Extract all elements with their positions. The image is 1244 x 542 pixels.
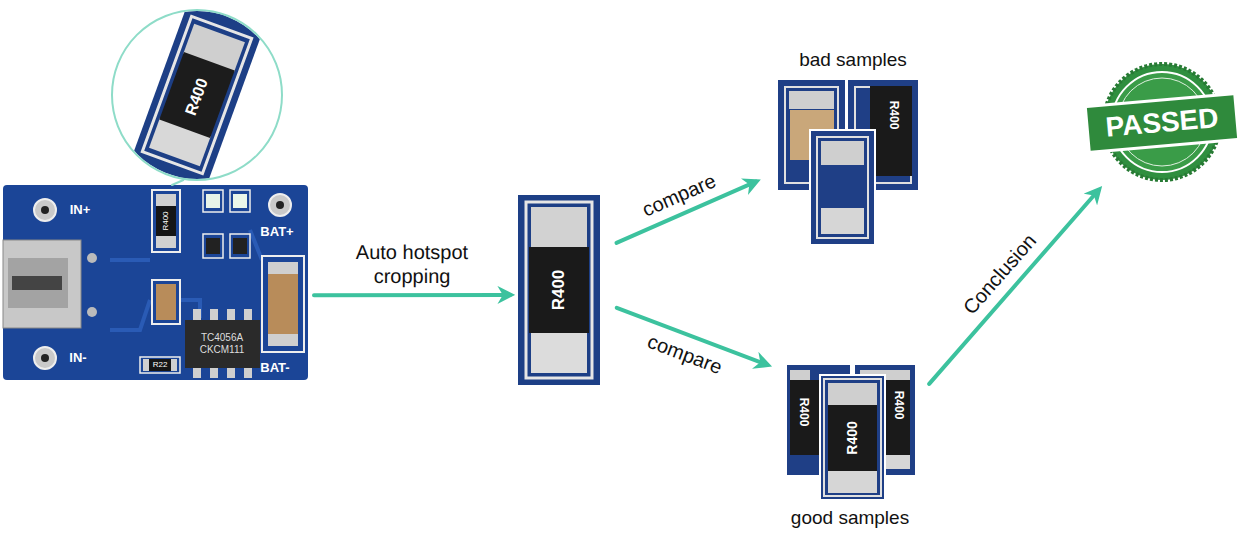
passed-stamp: PASSED (1085, 62, 1242, 184)
edge-label: Conclusion (958, 229, 1041, 319)
magnifier-lens (112, 0, 282, 198)
flow-arrow (314, 293, 510, 297)
pin-label: IN- (69, 351, 86, 366)
bad-sample-images (778, 80, 918, 245)
resistor-code: R400 (886, 101, 900, 130)
pcb-board (3, 185, 308, 380)
resistor-code: R22 (153, 360, 168, 369)
pcb-board: IN+ R400BAT+ IN- TC4056A CKCM111R22 BAT- (3, 185, 308, 380)
resistor-code: R400 (796, 398, 810, 427)
good-sample-images (787, 365, 915, 500)
resistor-code: R400 (891, 391, 905, 420)
pin-label: BAT- (260, 361, 289, 376)
pin-label: IN+ (70, 203, 91, 218)
flow-arrow (929, 190, 1098, 384)
edge-label: compare (644, 329, 725, 379)
bad-sample-group: bad samplesR400 (776, 48, 921, 246)
leader-line (172, 180, 183, 185)
resistor-code: R400 (161, 211, 170, 230)
resistor-code: R400 (182, 76, 212, 118)
magnifier-circle: R400 (112, 10, 282, 180)
cropped-hotspot: R400 (518, 195, 600, 385)
edge-label: compare (638, 168, 719, 221)
stamp-text: PASSED (1104, 102, 1219, 144)
passed-stamp (1085, 64, 1238, 180)
good-sample-group: R400R400R400good samples (782, 360, 920, 532)
cropped-resistor (518, 195, 600, 385)
chip-marking: TC4056A CKCM111 (191, 332, 253, 355)
group-heading: bad samples (799, 49, 907, 71)
edge-label: Auto hotspot cropping (337, 240, 487, 288)
resistor-code: R400 (549, 270, 569, 311)
pin-label: BAT+ (260, 225, 293, 240)
resistor-code: R400 (844, 421, 860, 454)
group-heading: good samples (791, 507, 909, 529)
